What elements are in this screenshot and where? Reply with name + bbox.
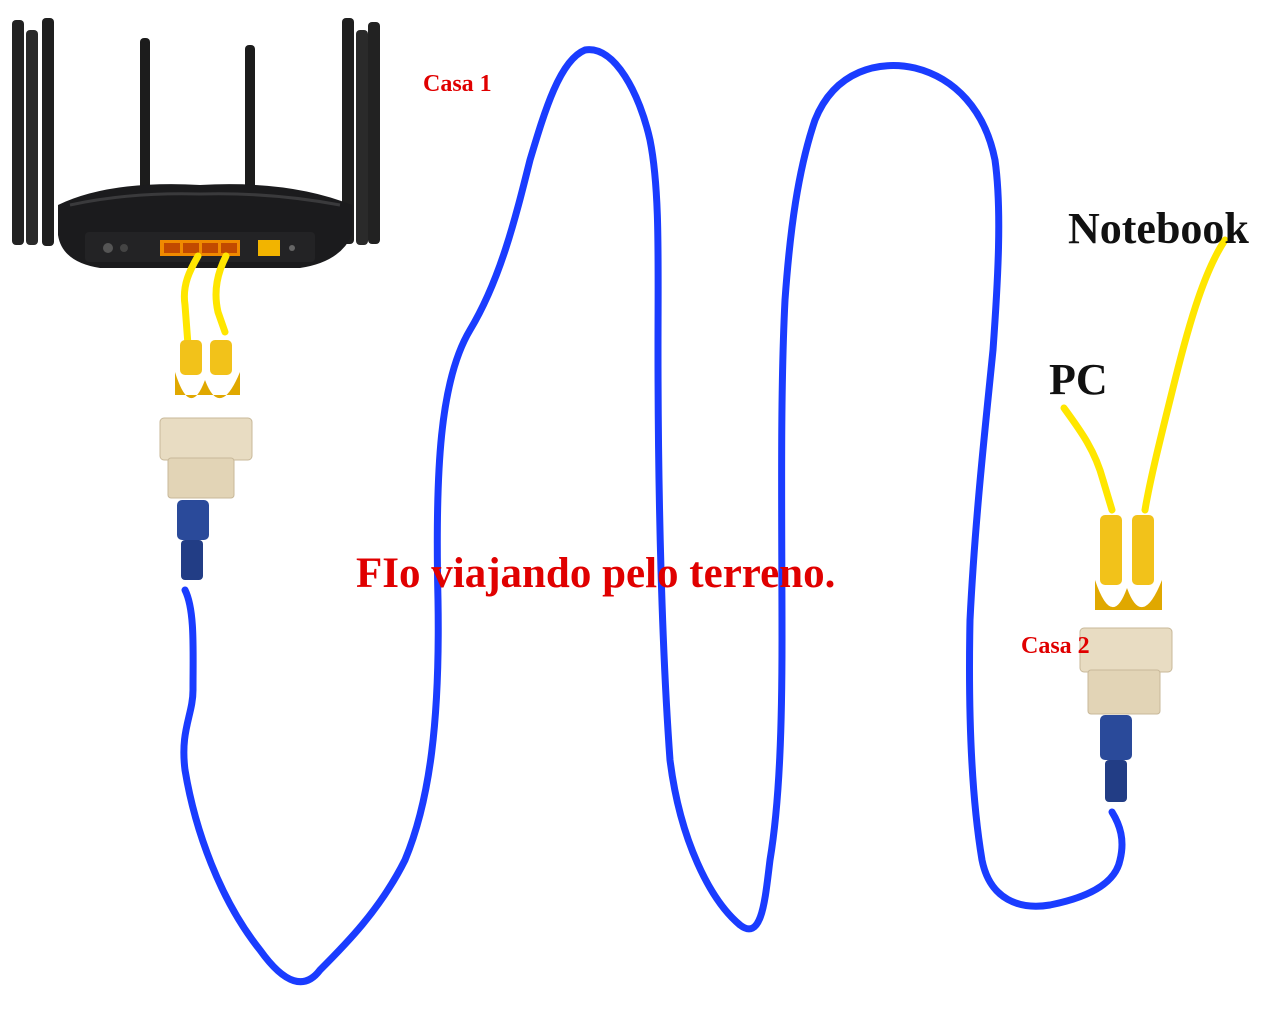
router-icon	[12, 18, 380, 268]
router-port	[221, 243, 237, 253]
ethernet-splitter-icon	[159, 252, 253, 580]
blue-plug-boot	[181, 540, 203, 580]
pc-label: PC	[1049, 355, 1108, 404]
splitter-body-lower	[1087, 669, 1161, 715]
blue-cable	[180, 46, 1126, 986]
casa-1-label: Casa 1	[423, 71, 492, 97]
router-port	[202, 243, 218, 253]
cable-caption: FIo viajando pelo terreno.	[356, 550, 836, 597]
router-top-edge	[69, 192, 341, 207]
router-antenna	[26, 30, 38, 245]
yellow-plug	[180, 340, 202, 375]
splitter-body	[1079, 627, 1173, 673]
plug-boot	[1095, 580, 1162, 610]
router-port	[183, 243, 199, 253]
blue-plug	[177, 500, 209, 540]
router-button	[120, 244, 128, 252]
yellow-plug	[1100, 515, 1122, 585]
yellow-plug	[210, 340, 232, 375]
blue-plug-boot	[1105, 760, 1127, 802]
yellow-patch-cable	[212, 252, 230, 336]
yellow-patch-cable-pc	[1060, 404, 1116, 514]
router-antenna	[42, 18, 54, 246]
router-wan-port	[258, 240, 280, 256]
ethernet-splitter-icon	[1060, 236, 1229, 802]
router-port	[164, 243, 180, 253]
casa-2-label: Casa 2	[1021, 633, 1090, 659]
router-power-jack	[103, 243, 113, 253]
router-antenna	[12, 20, 24, 245]
plug-boot	[175, 372, 240, 399]
notebook-label: Notebook	[1068, 204, 1249, 253]
splitter-body	[159, 417, 253, 461]
splitter-body-lower	[167, 457, 235, 499]
router-antenna	[342, 18, 354, 244]
router-antenna	[356, 30, 368, 245]
router-led	[289, 245, 295, 251]
router-antenna	[368, 22, 380, 244]
blue-plug	[1100, 715, 1132, 760]
yellow-patch-cable-notebook	[1141, 236, 1229, 514]
yellow-patch-cable	[180, 252, 202, 349]
yellow-plug	[1132, 515, 1154, 585]
